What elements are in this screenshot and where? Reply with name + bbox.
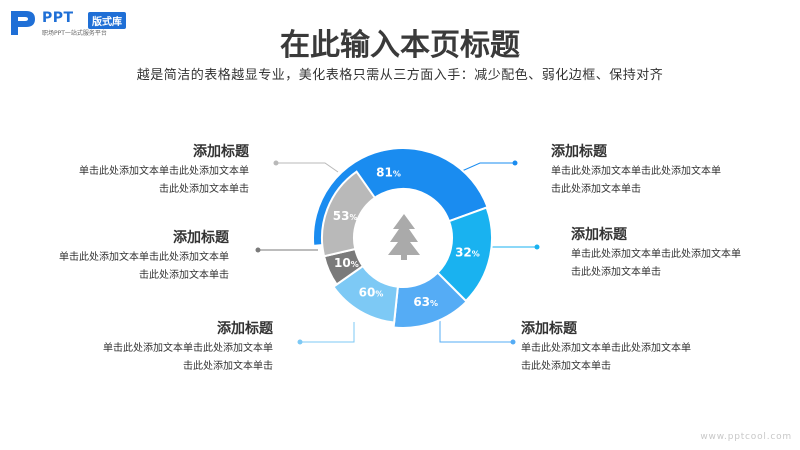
block-heading: 添加标题 bbox=[521, 321, 577, 337]
connector-bottom-left bbox=[300, 322, 355, 343]
text-block-mid-left: 添加标题 单击此处添加文本单击此处添加文本单 击此处添加文本单击 bbox=[59, 228, 229, 285]
text-block-top-left: 添加标题 单击此处添加文本单击此处添加文本单 击此处添加文本单击 bbox=[79, 142, 249, 199]
block-heading: 添加标题 bbox=[173, 230, 229, 246]
watermark: www.pptcool.com bbox=[700, 432, 792, 442]
connector-dot-top-left bbox=[273, 160, 279, 166]
logo: PPT 版式库 职场PPT一站式服务平台 bbox=[8, 6, 168, 42]
block-line: 单击此处添加文本单击此处添加文本单 bbox=[521, 343, 691, 354]
connectors bbox=[255, 160, 540, 345]
block-heading: 添加标题 bbox=[571, 227, 627, 243]
connector-dot-mid-left bbox=[255, 247, 261, 253]
segment-label: 10% bbox=[334, 256, 359, 270]
block-line: 单击此处添加文本单击此处添加文本单 bbox=[551, 166, 721, 177]
block-heading: 添加标题 bbox=[217, 321, 273, 337]
block-heading: 添加标题 bbox=[193, 144, 249, 160]
segment-label: 53% bbox=[333, 209, 358, 223]
connector-top-left bbox=[276, 162, 339, 173]
donut-segment bbox=[331, 264, 399, 324]
connector-dot-bottom-left bbox=[297, 339, 303, 345]
connector-top-right bbox=[461, 162, 515, 172]
logo-subtitle: 职场PPT一站式服务平台 bbox=[42, 30, 107, 37]
text-block-bottom-right: 添加标题 单击此处添加文本单击此处添加文本单 击此处添加文本单击 bbox=[521, 319, 691, 376]
segment-label: 63% bbox=[413, 295, 438, 309]
text-block-bottom-left: 添加标题 单击此处添加文本单击此处添加文本单 击此处添加文本单击 bbox=[103, 319, 273, 376]
block-line: 单击此处添加文本单击此处添加文本单 bbox=[103, 343, 273, 354]
connector-dot-bottom-right bbox=[510, 339, 516, 345]
donut-ring: 81% 32% 63% 60% 10% 53% bbox=[312, 147, 493, 329]
connector-dot-mid-right bbox=[534, 244, 540, 250]
segment-label: 32% bbox=[455, 245, 480, 259]
connector-bottom-right bbox=[439, 316, 513, 343]
block-line: 击此处添加文本单击 bbox=[183, 361, 273, 372]
block-line: 击此处添加文本单击 bbox=[551, 184, 641, 195]
segment-label: 81% bbox=[376, 166, 401, 180]
block-line: 击此处添加文本单击 bbox=[521, 361, 611, 372]
logo-icon bbox=[11, 11, 35, 35]
block-heading: 添加标题 bbox=[551, 144, 607, 160]
logo-text: PPT bbox=[42, 10, 74, 26]
block-line: 单击此处添加文本单击此处添加文本单 bbox=[59, 252, 229, 263]
donut-segment bbox=[392, 271, 469, 329]
logo-badge: 版式库 bbox=[88, 12, 126, 29]
block-line: 击此处添加文本单击 bbox=[159, 184, 249, 195]
block-line: 击此处添加文本单击 bbox=[571, 267, 661, 278]
page-subtitle: 越是简洁的表格越显专业，美化表格只需从三方面入手：减少配色、弱化边框、保持对齐 bbox=[136, 68, 664, 83]
text-block-top-right: 添加标题 单击此处添加文本单击此处添加文本单 击此处添加文本单击 bbox=[551, 142, 721, 199]
block-line: 击此处添加文本单击 bbox=[139, 270, 229, 281]
segment-label: 60% bbox=[359, 285, 384, 299]
text-block-mid-right: 添加标题 单击此处添加文本单击此处添加文本单 击此处添加文本单击 bbox=[571, 225, 741, 282]
page-title: 在此输入本页标题 bbox=[280, 28, 520, 63]
block-line: 单击此处添加文本单击此处添加文本单 bbox=[571, 249, 741, 260]
tree-icon bbox=[388, 214, 420, 260]
connector-dot-top-right bbox=[512, 160, 518, 166]
donut-segment bbox=[321, 170, 377, 258]
block-line: 单击此处添加文本单击此处添加文本单 bbox=[79, 166, 249, 177]
